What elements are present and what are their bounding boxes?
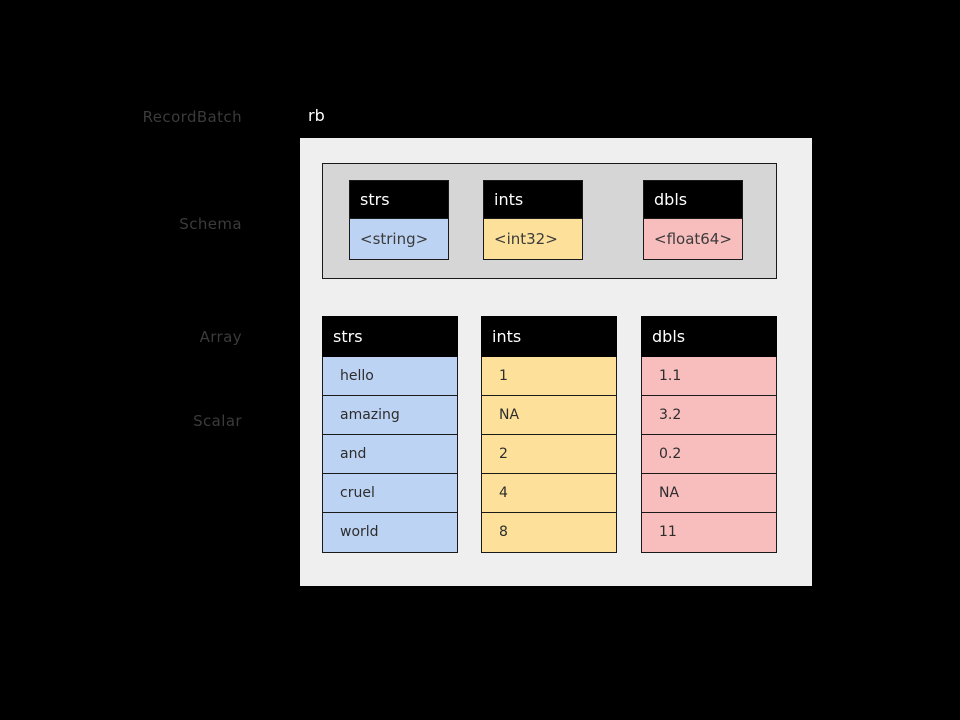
array-column-body-dbls: 1.1 3.2 0.2 NA 11 bbox=[641, 357, 777, 553]
array-cell: world bbox=[323, 513, 457, 552]
array-cell: and bbox=[323, 435, 457, 474]
recordbatch-variable-name: rb bbox=[308, 106, 325, 125]
array-column-body-ints: 1 NA 2 4 8 bbox=[481, 357, 617, 553]
annotation-label-array: Array bbox=[199, 328, 242, 346]
schema-field-name-strs: strs bbox=[350, 181, 448, 218]
array-column-body-strs: hello amazing and cruel world bbox=[322, 357, 458, 553]
array-cell: 11 bbox=[642, 513, 776, 552]
array-cell: 2 bbox=[482, 435, 616, 474]
annotation-label-recordbatch: RecordBatch bbox=[142, 108, 242, 126]
schema-field-name-dbls: dbls bbox=[644, 181, 742, 218]
array-cell: 3.2 bbox=[642, 396, 776, 435]
array-cell: NA bbox=[642, 474, 776, 513]
array-column-header-strs: strs bbox=[322, 316, 458, 357]
array-cell: 0.2 bbox=[642, 435, 776, 474]
schema-field-strs: strs <string> bbox=[349, 180, 449, 260]
array-column-dbls: dbls 1.1 3.2 0.2 NA 11 bbox=[641, 316, 777, 553]
schema-group: strs <string> ints <int32> dbls <float64… bbox=[322, 163, 777, 279]
array-cell: 1.1 bbox=[642, 357, 776, 396]
array-column-strs: strs hello amazing and cruel world bbox=[322, 316, 458, 553]
array-column-header-dbls: dbls bbox=[641, 316, 777, 357]
schema-field-dbls: dbls <float64> bbox=[643, 180, 743, 260]
array-cell: cruel bbox=[323, 474, 457, 513]
array-cell: 4 bbox=[482, 474, 616, 513]
annotation-label-scalar: Scalar bbox=[193, 412, 242, 430]
annotation-label-schema: Schema bbox=[179, 215, 242, 233]
array-column-ints: ints 1 NA 2 4 8 bbox=[481, 316, 617, 553]
recordbatch-container: strs <string> ints <int32> dbls <float64… bbox=[300, 138, 812, 586]
array-cell: amazing bbox=[323, 396, 457, 435]
array-cell: 8 bbox=[482, 513, 616, 552]
array-cell: 1 bbox=[482, 357, 616, 396]
array-cell: hello bbox=[323, 357, 457, 396]
schema-field-ints: ints <int32> bbox=[483, 180, 583, 260]
array-column-header-ints: ints bbox=[481, 316, 617, 357]
array-cell: NA bbox=[482, 396, 616, 435]
schema-field-type-strs: <string> bbox=[350, 218, 448, 259]
schema-field-type-dbls: <float64> bbox=[644, 218, 742, 259]
schema-field-type-ints: <int32> bbox=[484, 218, 582, 259]
schema-field-name-ints: ints bbox=[484, 181, 582, 218]
